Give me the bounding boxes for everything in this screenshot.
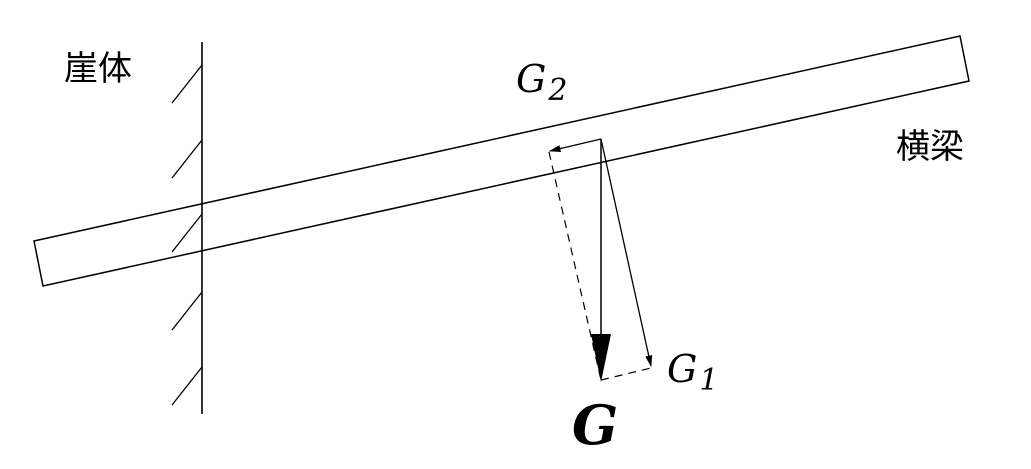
inclined-beam: [33, 35, 970, 287]
cliff-hatch-2: [171, 139, 203, 179]
beam-label: 横梁: [896, 127, 964, 167]
cliff-wall: [171, 42, 203, 414]
force-g2-line: [548, 138, 602, 153]
force-g2-label-sub: 2: [547, 73, 567, 108]
force-g-arrowhead: [591, 334, 611, 382]
force-g1-label-main: G: [667, 347, 697, 391]
cliff-hatch-3: [171, 213, 203, 253]
force-g1-label-sub: 1: [699, 363, 718, 398]
force-g2-label-main: G: [516, 57, 546, 101]
force-g2-label: G2: [516, 57, 567, 108]
cliff-hatch-1: [171, 64, 203, 104]
cliff-label: 崖体: [64, 49, 132, 89]
dashed-projection-2: [600, 367, 652, 381]
cliff-hatch-4: [171, 291, 203, 331]
cliff-hatch-5: [171, 366, 203, 406]
force-vectors: [548, 138, 653, 382]
force-g-label: G: [572, 393, 618, 457]
force-g1-label: G1: [667, 347, 718, 398]
force-g1-line: [600, 138, 653, 368]
dashed-projection-1: [548, 151, 602, 381]
